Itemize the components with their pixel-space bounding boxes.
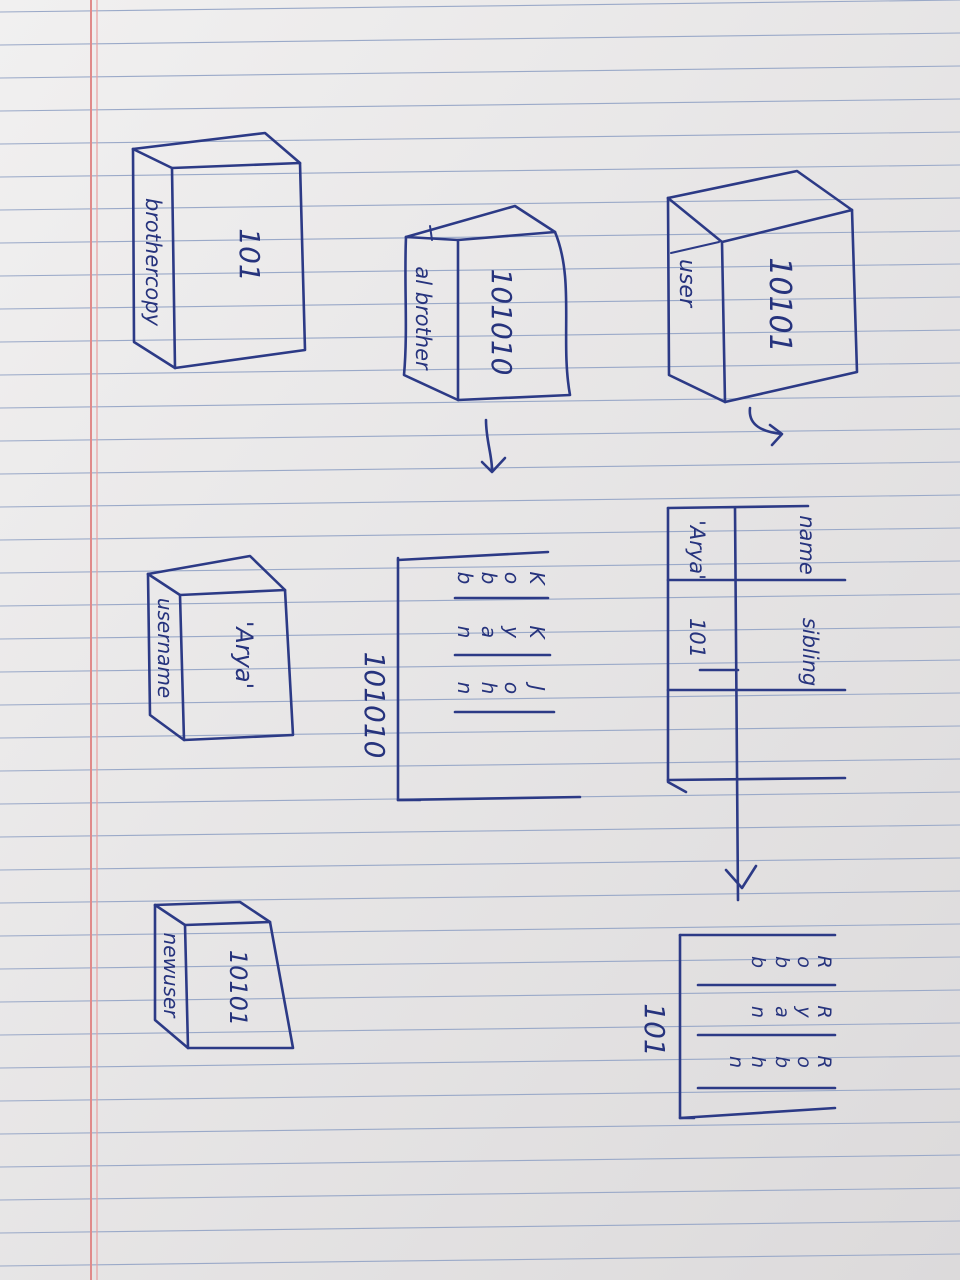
list-101-cell-2-0: R — [813, 1055, 835, 1068]
object-value-sibling: 101 — [685, 618, 709, 658]
box-username: 'Arya' username — [146, 554, 295, 742]
list-101-cell-2-4: n — [725, 1056, 747, 1068]
box-newuser: 10101 newuser — [153, 900, 295, 1050]
list-101010-cell-2-0: J — [525, 681, 549, 691]
list-101010-cell-2-3: n — [453, 682, 477, 695]
object-header-sibling: sibling — [798, 618, 822, 686]
list-101010-cell-1-3: n — [453, 626, 477, 639]
list-101-cell-1-1: y — [793, 1005, 815, 1018]
list-101010-cell-0-0: K — [525, 571, 549, 586]
box-al-brother-value: 101010 — [485, 269, 518, 376]
list-101-cell-1-3: n — [747, 1006, 769, 1018]
box-username-label: username — [153, 598, 177, 698]
box-user-value: 10101 — [762, 257, 797, 352]
object-value-name: 'Arya' — [685, 520, 709, 580]
box-username-value: 'Arya' — [230, 621, 258, 689]
box-brothercopy-label: brothercopy — [141, 198, 165, 327]
list-101010-cell-0-1: o — [500, 572, 524, 584]
box-newuser-label: newuser — [159, 933, 183, 1020]
box-brothercopy-value: 101 — [233, 228, 266, 281]
arrow-user-to-object — [748, 406, 784, 447]
list-101-cell-1-0: R — [813, 1005, 835, 1018]
list-101010-cell-0-2: b — [477, 572, 501, 585]
list-101-cell-2-2: b — [771, 1056, 793, 1068]
box-al-brother: 101010 al brother — [402, 204, 572, 402]
list-101010-cell-1-2: a — [477, 626, 501, 638]
list-101010-address: 101010 — [358, 652, 391, 759]
box-brothercopy: 101 brothercopy — [131, 131, 307, 370]
list-101010-cell-1-1: y — [500, 625, 524, 639]
list-101010-cell-2-2: h — [477, 682, 501, 695]
list-101-cell-0-0: R — [813, 955, 835, 968]
object-table: name sibling 'Arya' 101 — [666, 504, 847, 902]
list-101-cell-0-2: b — [771, 956, 793, 968]
list-101010-cell-2-1: o — [500, 682, 524, 694]
box-al-brother-label: al brother — [411, 266, 435, 371]
list-101-cell-2-1: o — [793, 1056, 815, 1068]
list-101010-cell-1-0: K — [525, 625, 549, 640]
object-header-name: name — [795, 515, 819, 575]
box-user-label: user — [674, 259, 699, 309]
arrow-al-brother-to-list — [480, 418, 507, 474]
list-101-cell-0-1: o — [793, 956, 815, 968]
list-101-cell-1-2: a — [771, 1006, 793, 1018]
list-101-cell-0-3: b — [747, 956, 769, 968]
list-101-cell-2-3: h — [747, 1056, 769, 1068]
box-user: 10101 user — [666, 169, 859, 404]
list-101010-cell-0-3: b — [453, 572, 477, 585]
box-newuser-value: 10101 — [224, 950, 252, 1026]
arrow-sibling-to-list — [724, 864, 758, 890]
list-101-address: 101 — [638, 1003, 671, 1056]
